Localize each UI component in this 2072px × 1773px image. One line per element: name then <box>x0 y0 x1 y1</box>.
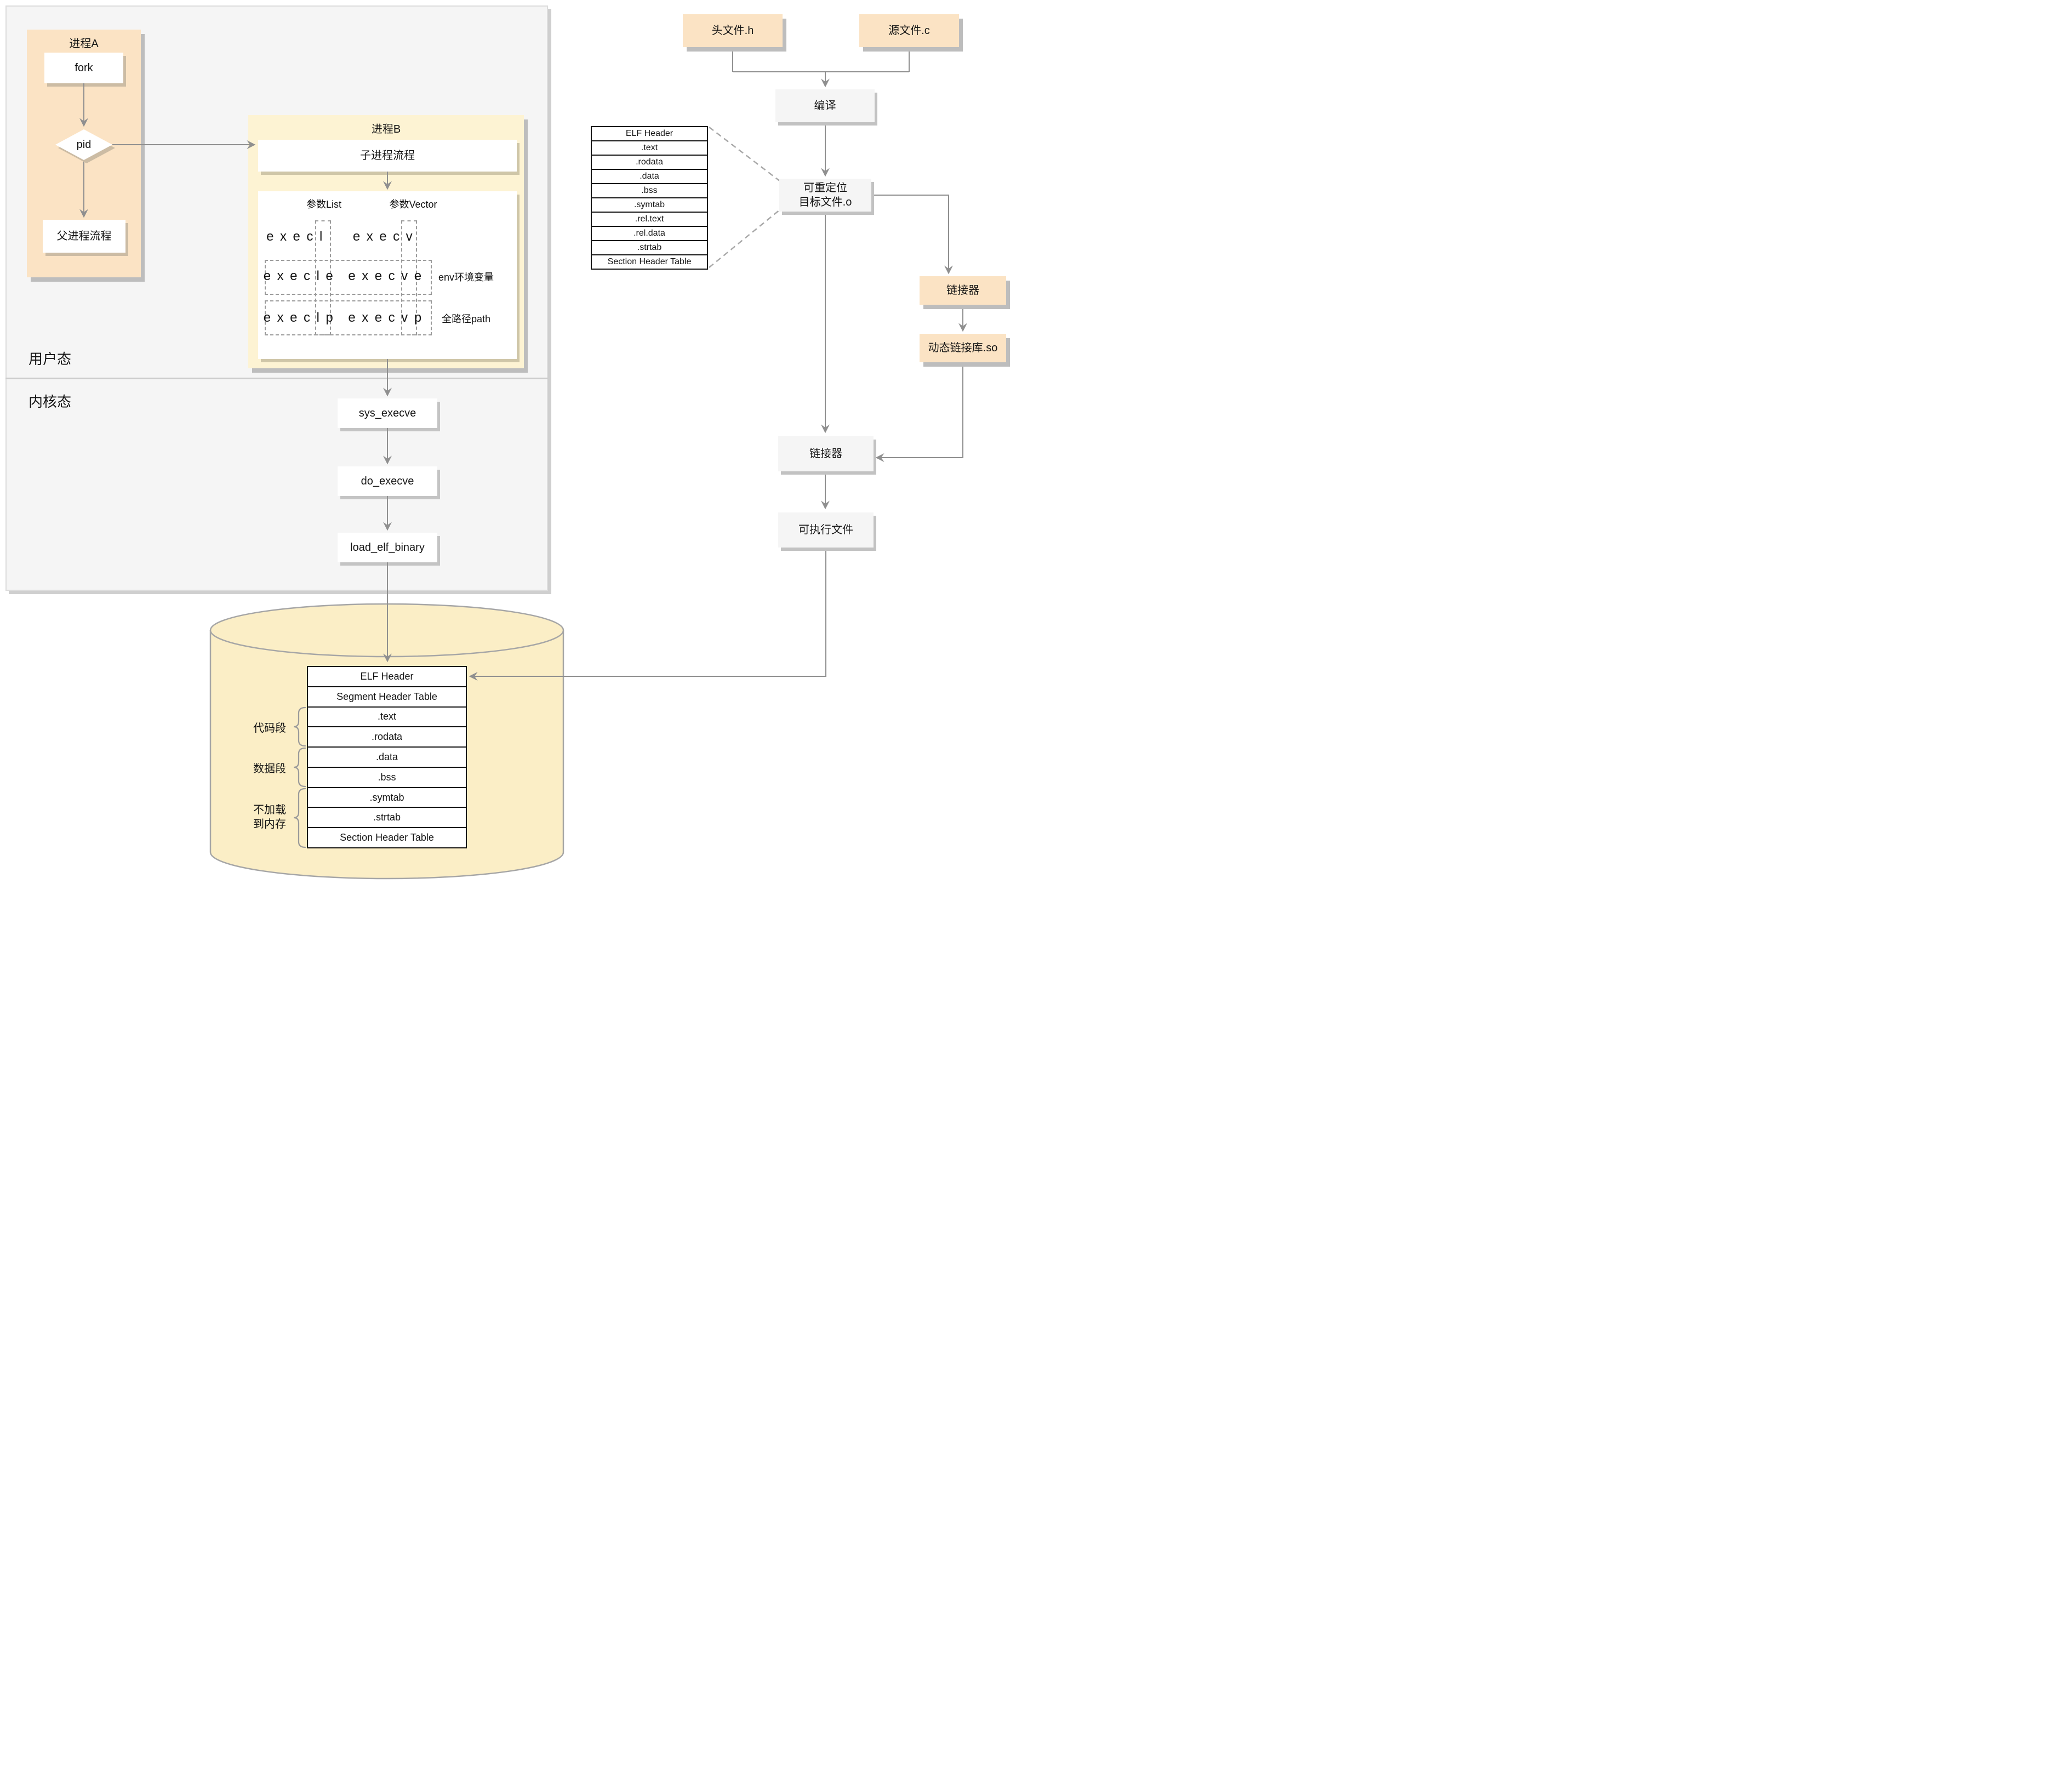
compile-node: 编译 <box>775 89 875 122</box>
source-file-node: 源文件.c <box>859 14 959 47</box>
process-b-title: 进程B <box>371 123 401 135</box>
diagram-canvas: 用户态 内核态 进程A fork 父进程流程 进程B 子进程流程 参数List … <box>0 0 1036 887</box>
env-var-label: env环境变量 <box>438 272 494 283</box>
table-row: .text <box>308 706 466 727</box>
table-row: .rodata <box>592 155 707 169</box>
exec-variants-box <box>258 191 517 359</box>
linker-top-node: 链接器 <box>920 276 1006 305</box>
table-row: Segment Header Table <box>308 686 466 706</box>
table-row: Section Header Table <box>592 254 707 269</box>
pid-label: pid <box>76 138 92 151</box>
noload-line1: 不加载 <box>253 804 286 816</box>
table-row: .bss <box>308 766 466 787</box>
table-row: .data <box>592 169 707 183</box>
table-row: ELF Header <box>360 670 414 682</box>
noload-segment-label: 不加载 到内存 <box>253 801 297 833</box>
do-execve-node: do_execve <box>338 466 437 496</box>
table-row: ELF Header <box>625 129 673 138</box>
full-path-label: 全路径path <box>442 313 491 324</box>
table-row: Section Header Table <box>308 827 466 847</box>
dynamic-lib-node: 动态链接库.so <box>920 334 1006 362</box>
header-file-node: 头文件.h <box>683 14 783 47</box>
linker-bottom-node: 链接器 <box>778 436 874 471</box>
executable-elf-table: ELF Header Segment Header Table .text .r… <box>307 666 467 848</box>
table-row: .data <box>308 746 466 767</box>
execlp-label: execlp <box>263 310 340 325</box>
table-row: .symtab <box>592 197 707 212</box>
execve-label: execve <box>348 269 428 283</box>
kernel-mode-label: 内核态 <box>28 393 72 410</box>
relocatable-line1: 可重定位 <box>803 182 847 194</box>
child-flow-node: 子进程流程 <box>258 140 517 172</box>
relocatable-elf-table: ELF Header .text .rodata .data .bss .sym… <box>591 126 708 270</box>
table-row: .rodata <box>308 726 466 746</box>
sys-execve-node: sys_execve <box>338 398 437 428</box>
load-elf-binary-node: load_elf_binary <box>338 533 437 562</box>
table-row: .strtab <box>592 240 707 254</box>
process-a-title: 进程A <box>69 37 99 50</box>
user-kernel-divider <box>5 378 548 379</box>
user-mode-label: 用户态 <box>28 350 72 367</box>
param-list-label: 参数List <box>306 199 341 210</box>
table-row: .rel.text <box>592 212 707 226</box>
parent-flow-node: 父进程流程 <box>43 220 125 253</box>
execv-label: execv <box>352 229 419 244</box>
param-vector-label: 参数Vector <box>389 199 437 210</box>
code-segment-label: 代码段 <box>253 722 286 734</box>
data-segment-label: 数据段 <box>253 762 286 775</box>
noload-line2: 到内存 <box>253 818 286 830</box>
fork-node: fork <box>44 53 123 83</box>
execle-label: execle <box>263 269 340 283</box>
table-row: .text <box>592 140 707 155</box>
table-row: .rel.data <box>592 226 707 240</box>
relocatable-object-node: 可重定位 目标文件.o <box>779 179 871 212</box>
execl-label: execl <box>266 229 329 244</box>
table-row: .bss <box>592 183 707 197</box>
table-row: .strtab <box>308 807 466 827</box>
execvp-label: execvp <box>348 310 428 325</box>
table-row: .symtab <box>308 786 466 807</box>
executable-node: 可执行文件 <box>778 512 874 548</box>
relocatable-line2: 目标文件.o <box>798 196 852 208</box>
dashed-env-row-group <box>265 260 432 295</box>
dashed-path-row-group <box>265 300 432 335</box>
